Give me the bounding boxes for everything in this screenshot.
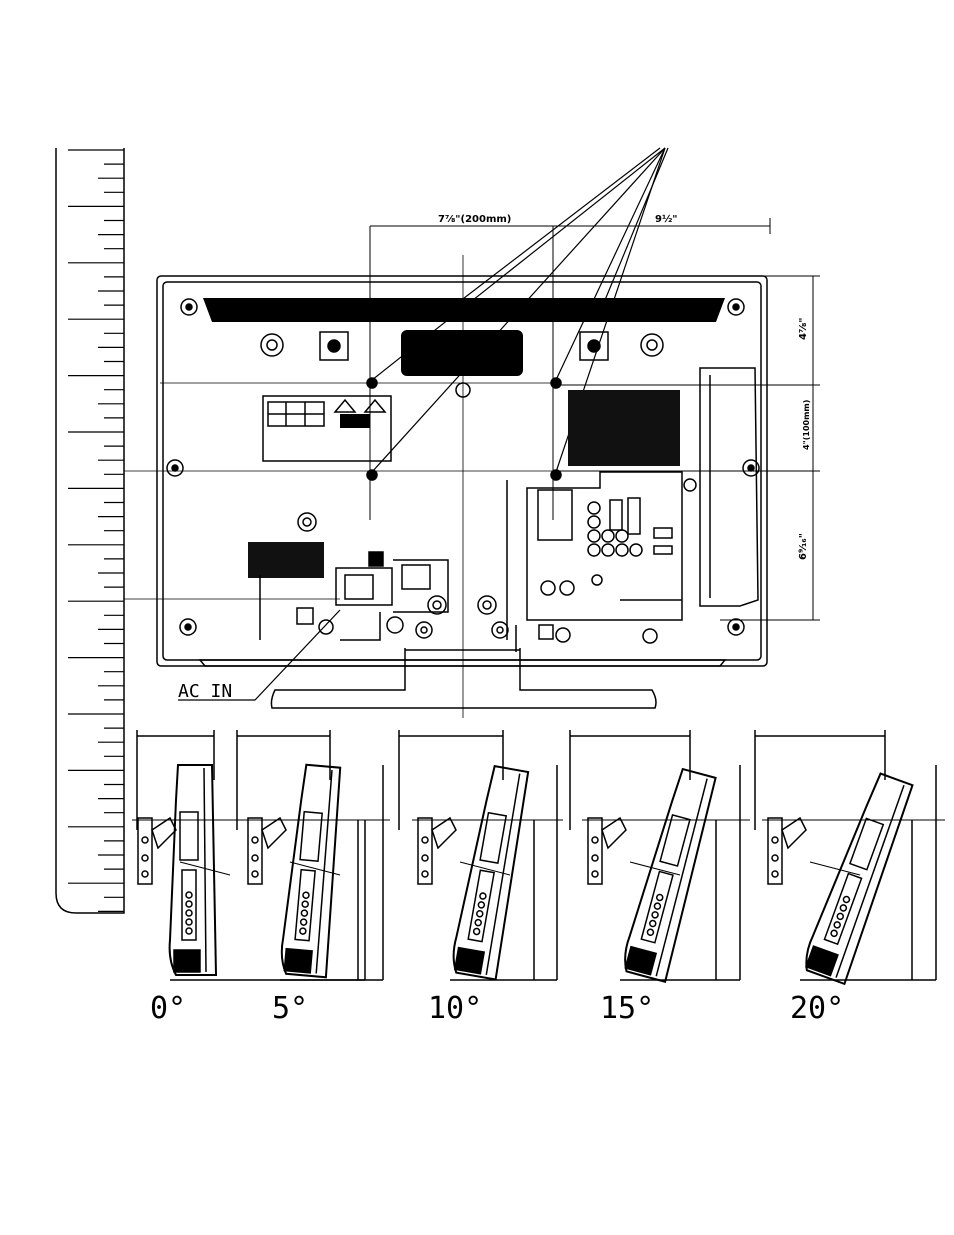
av-input-jacks <box>588 502 642 556</box>
tilt-view-10 <box>399 730 563 980</box>
tilt-angle-label: 10° <box>428 991 482 1026</box>
tilt-angle-label: 20° <box>790 991 844 1026</box>
dimension-lines <box>124 218 820 718</box>
ac-in-label: AC IN <box>178 681 232 702</box>
tilt-side-views <box>132 730 945 984</box>
tilt-view-5 <box>237 730 390 980</box>
tilt-view-20 <box>755 730 945 984</box>
tilt-angle-label: 0° <box>150 991 186 1026</box>
tilt-angle-label: 15° <box>600 991 654 1026</box>
dim-bottom-label: 6⁹⁄₁₆" <box>798 533 809 560</box>
dim-vesa-vertical-label: 4"(100mm) <box>802 400 811 450</box>
tv-back-panel <box>157 276 767 708</box>
dim-horizontal-label: 7⅞"(200mm) <box>438 214 511 225</box>
tilt-view-15 <box>570 730 750 982</box>
measuring-ruler <box>56 148 124 913</box>
tilt-angle-label: 5° <box>272 991 308 1026</box>
dim-top-label: 4⅞" <box>798 317 809 340</box>
dim-overall-width-label: 9½" <box>655 214 678 225</box>
